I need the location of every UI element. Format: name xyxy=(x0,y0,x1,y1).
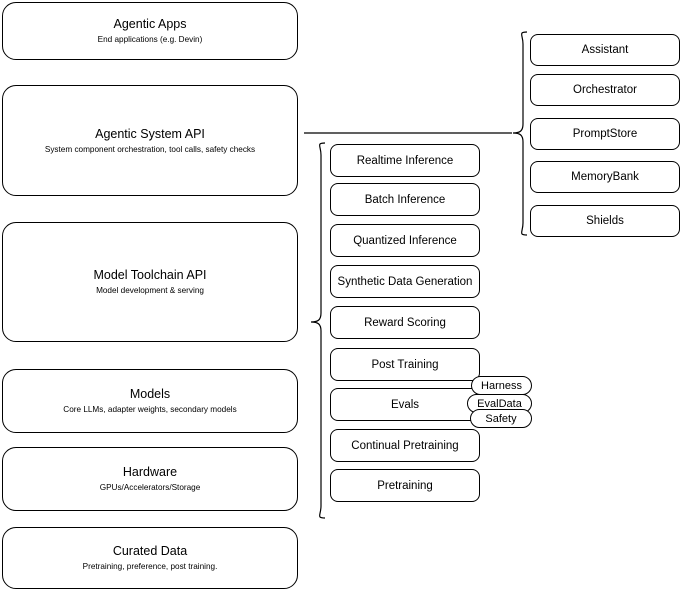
layer-title: Agentic System API xyxy=(95,126,205,141)
component-label: Assistant xyxy=(581,44,629,56)
layer-subtitle: End applications (e.g. Devin) xyxy=(97,35,203,44)
component-label: Post Training xyxy=(371,358,439,371)
component-reward-scoring[interactable]: Reward Scoring xyxy=(330,306,480,339)
layer-title: Hardware xyxy=(122,465,178,479)
stack-layer-model-toolchain-api[interactable]: Model Toolchain API Model development & … xyxy=(2,222,298,342)
component-evals[interactable]: Evals xyxy=(330,388,480,421)
component-synthetic-data-generation[interactable]: Synthetic Data Generation xyxy=(330,265,480,298)
layer-subtitle: Pretraining, preference, post training. xyxy=(82,562,218,571)
stack-layer-agentic-system-api[interactable]: Agentic System API System component orch… xyxy=(2,85,298,196)
component-quantized-inference[interactable]: Quantized Inference xyxy=(330,224,480,257)
component-label: Batch Inference xyxy=(364,193,446,206)
component-label: Orchestrator xyxy=(573,84,637,96)
component-label: Evals xyxy=(390,398,420,411)
layer-subtitle: System component orchestration, tool cal… xyxy=(44,144,256,154)
layer-title: Curated Data xyxy=(112,544,188,558)
stack-layer-models[interactable]: Models Core LLMs, adapter weights, secon… xyxy=(2,369,298,433)
component-label: Reward Scoring xyxy=(364,316,446,329)
layer-title: Models xyxy=(129,387,171,401)
component-batch-inference[interactable]: Batch Inference xyxy=(330,183,480,216)
component-pretraining[interactable]: Pretraining xyxy=(330,469,480,502)
evals-subcomponent-harness[interactable]: Harness xyxy=(471,376,532,395)
stack-layer-agentic-apps[interactable]: Agentic Apps End applications (e.g. Devi… xyxy=(2,2,298,60)
layer-subtitle: Model development & serving xyxy=(96,286,204,295)
component-label: Quantized Inference xyxy=(353,234,457,247)
component-promptstore[interactable]: PromptStore xyxy=(530,118,680,150)
component-realtime-inference[interactable]: Realtime Inference xyxy=(330,144,480,177)
component-label: Realtime Inference xyxy=(356,154,454,167)
component-label: Continual Pretraining xyxy=(351,439,459,452)
component-label: Shields xyxy=(586,215,624,227)
layer-title: Agentic Apps xyxy=(113,17,187,31)
pill-label: Safety xyxy=(485,412,517,425)
component-continual-pretraining[interactable]: Continual Pretraining xyxy=(330,429,480,462)
component-memorybank[interactable]: MemoryBank xyxy=(530,161,680,193)
component-post-training[interactable]: Post Training xyxy=(330,348,480,381)
layer-title: Model Toolchain API xyxy=(93,268,207,282)
component-label: Synthetic Data Generation xyxy=(337,275,473,288)
evals-subcomponent-safety[interactable]: Safety xyxy=(470,409,532,428)
pill-label: EvalData xyxy=(477,397,522,410)
component-label: MemoryBank xyxy=(571,171,639,183)
stack-layer-curated-data[interactable]: Curated Data Pretraining, preference, po… xyxy=(2,527,298,589)
layer-subtitle: GPUs/Accelerators/Storage xyxy=(99,483,201,492)
layer-subtitle: Core LLMs, adapter weights, secondary mo… xyxy=(63,405,237,414)
stack-layer-hardware[interactable]: Hardware GPUs/Accelerators/Storage xyxy=(2,447,298,511)
component-assistant[interactable]: Assistant xyxy=(530,34,680,66)
component-label: Pretraining xyxy=(377,479,433,492)
component-label: PromptStore xyxy=(572,128,638,140)
pill-label: Harness xyxy=(481,379,522,392)
component-shields[interactable]: Shields xyxy=(530,205,680,237)
component-orchestrator[interactable]: Orchestrator xyxy=(530,74,680,106)
